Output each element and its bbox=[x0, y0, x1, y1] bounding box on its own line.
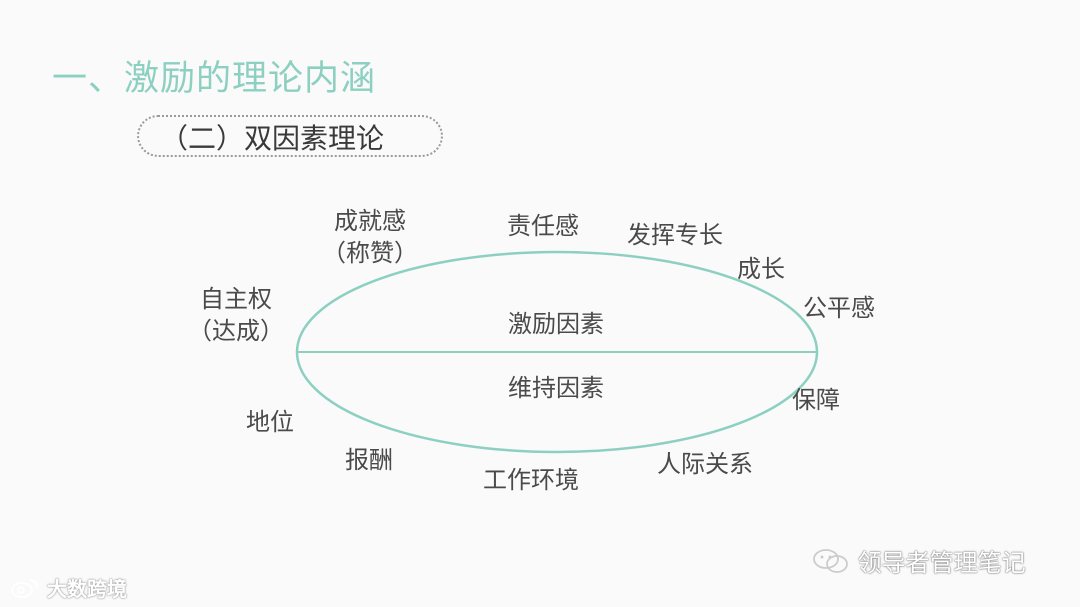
factor-autonomy-note: （达成） bbox=[188, 317, 284, 345]
factor-achievement-name: 成就感 bbox=[334, 207, 406, 235]
factor-relations: 人际关系 bbox=[657, 450, 753, 478]
factor-achievement-note: （称赞） bbox=[322, 239, 418, 267]
factor-fairness: 公平感 bbox=[803, 294, 875, 322]
watermark-right-text: 领导者管理笔记 bbox=[857, 549, 1026, 577]
factor-environment: 工作环境 bbox=[483, 466, 579, 494]
subtitle-frame bbox=[137, 115, 443, 157]
factor-achievement: 成就感 （称赞） bbox=[322, 205, 418, 269]
page-title: 一、激励的理论内涵 bbox=[52, 59, 377, 99]
weibo-logo-icon bbox=[10, 577, 40, 604]
factor-status: 地位 bbox=[246, 408, 294, 436]
factor-expertise: 发挥专长 bbox=[627, 221, 723, 249]
wechat-logo-icon bbox=[812, 547, 850, 581]
motivator-factors-label: 激励因素 bbox=[508, 310, 604, 338]
watermark-left-text: 大数跨境 bbox=[46, 577, 127, 601]
factor-security: 保障 bbox=[792, 386, 840, 414]
subtitle: （二）双因素理论 bbox=[160, 122, 385, 155]
factor-autonomy-name: 自主权 bbox=[200, 285, 272, 313]
hygiene-factors-label: 维持因素 bbox=[508, 374, 604, 402]
watermark-left: 大数跨境 bbox=[10, 573, 127, 604]
factor-growth: 成长 bbox=[737, 255, 785, 283]
factor-responsibility: 责任感 bbox=[507, 212, 579, 240]
watermark-right: 领导者管理笔记 bbox=[812, 543, 1026, 581]
factor-autonomy: 自主权 （达成） bbox=[188, 283, 284, 347]
factor-pay: 报酬 bbox=[345, 446, 393, 474]
